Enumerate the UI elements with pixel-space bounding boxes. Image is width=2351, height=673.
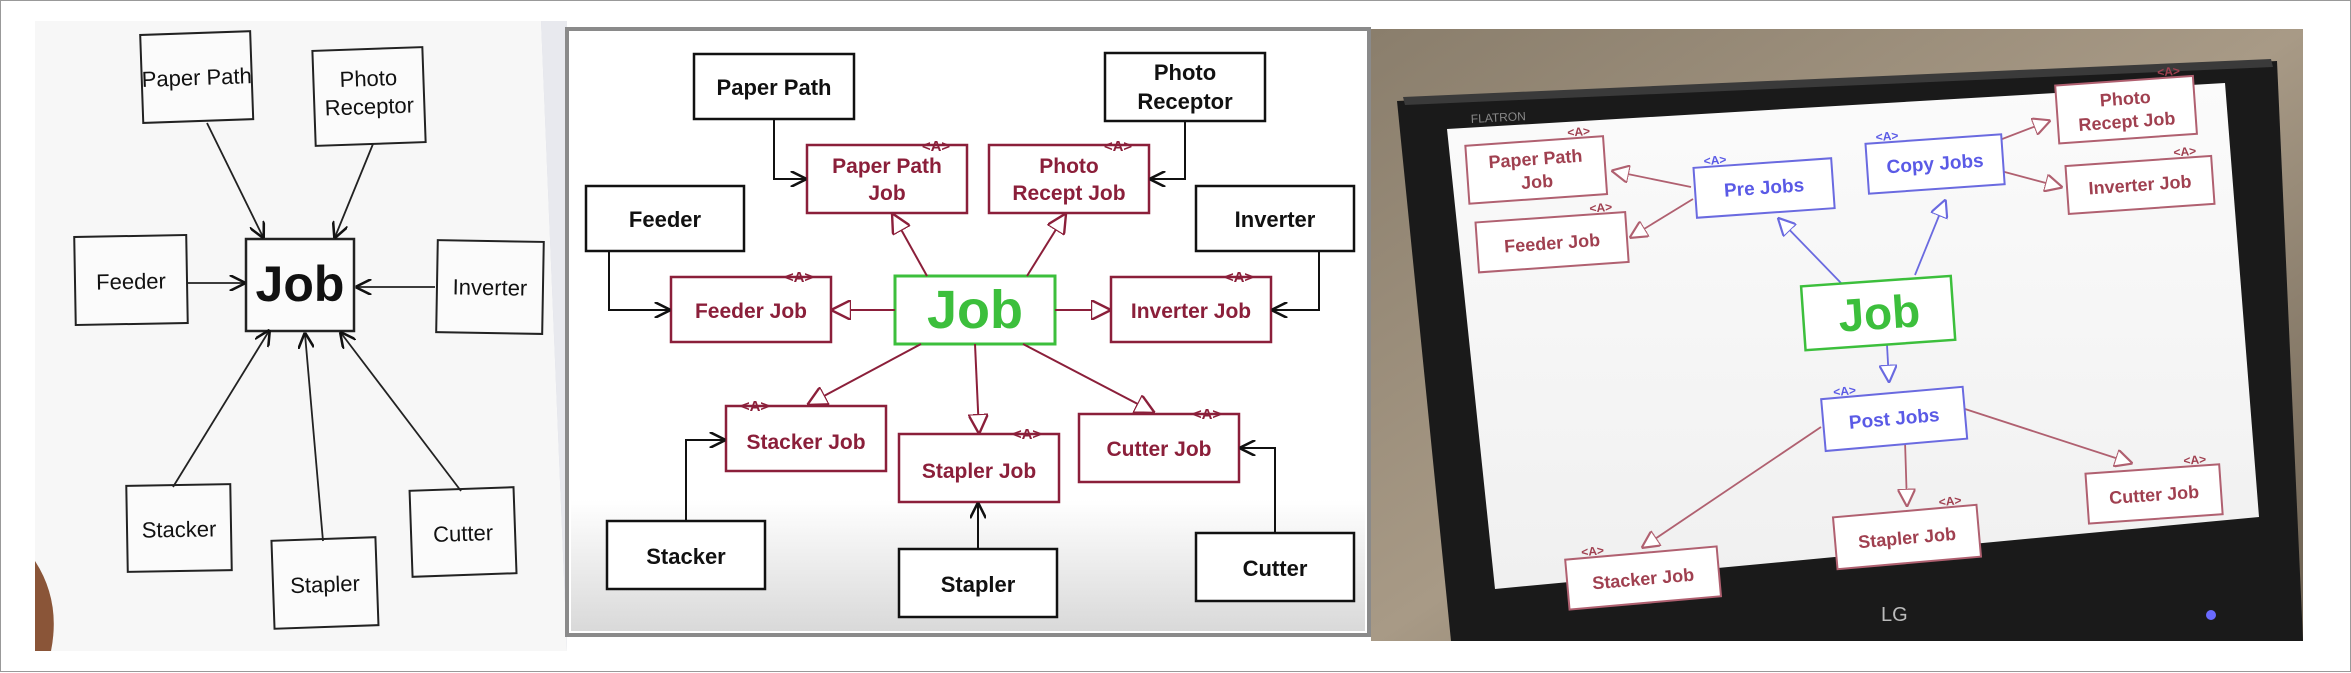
p2-abstract-marker: <A>	[1013, 426, 1042, 443]
p3-post-jobs-box: <A> Post Jobs	[1820, 383, 1969, 453]
p3-blue-arrows	[1779, 201, 1945, 381]
p1-photo-label-2: Receptor	[324, 92, 414, 120]
p3-abstract-marker: <A>	[1938, 493, 1962, 509]
p3-job-box: Job	[1799, 274, 1957, 352]
p2-cutter-job-label: Cutter Job	[1107, 438, 1212, 461]
p1-feeder-box: Feeder	[73, 234, 189, 326]
p2-paper-path-box: Paper Path	[692, 52, 856, 121]
p3-red-arrows	[1613, 121, 2131, 547]
p2-photo-recept-job-box: <A> Photo Recept Job	[987, 138, 1151, 215]
p2-feeder-job-box: <A> Feeder Job	[669, 269, 833, 344]
p2-abstract-marker: <A>	[922, 138, 951, 155]
p2-abstract-marker: <A>	[1193, 406, 1222, 423]
p2-job-label: Job	[927, 280, 1023, 340]
p2-photo-label-1: Photo	[1154, 60, 1216, 85]
p3-copy-jobs-box: <A> Copy Jobs	[1864, 129, 2006, 195]
p2-abstract-marker: <A>	[1104, 138, 1133, 155]
monitor-brand-logo: LG	[1881, 604, 1908, 626]
p2-stapler-box: Stapler	[897, 547, 1059, 619]
p2-feeder-box: Feeder	[584, 184, 746, 253]
p2-stapler-job-box: <A> Stapler Job	[897, 426, 1061, 504]
p1-cutter-box: Cutter	[408, 486, 518, 578]
p2-feeder-label: Feeder	[629, 207, 702, 232]
p2-inheritance-arrows	[809, 215, 1153, 432]
p1-cutter-label: Cutter	[433, 520, 494, 547]
p1-paper-path-box: Paper Path	[139, 30, 255, 124]
p2-stacker-job-box: <A> Stacker Job	[724, 398, 888, 473]
p3-abstract-marker: <A>	[1703, 153, 1727, 169]
p1-stacker-box: Stacker	[125, 483, 233, 573]
p2-abstract-marker: <A>	[785, 269, 814, 286]
monitor-power-led	[2206, 610, 2216, 620]
p3-pre-jobs-box: <A> Pre Jobs	[1692, 153, 1836, 219]
panel-2: Paper Path Photo Receptor Feeder Inverte…	[565, 27, 1371, 637]
panel-1: Paper Path Photo Receptor Feeder Job Inv…	[35, 21, 567, 651]
p2-paper-path-label: Paper Path	[717, 75, 832, 100]
p3-abstract-marker: <A>	[2183, 452, 2207, 468]
p2-inverter-job-label: Inverter Job	[1131, 300, 1251, 323]
p1-job-box: Job	[244, 237, 356, 333]
p2-paper-path-job-label-2: Job	[868, 182, 905, 205]
p3-feeder-job-box: <A> Feeder Job	[1474, 200, 1630, 274]
p2-feeder-job-label: Feeder Job	[695, 300, 807, 323]
p2-photo-recept-job-label-1: Photo	[1039, 155, 1098, 178]
p3-abstract-marker: <A>	[1833, 383, 1857, 399]
p2-paper-path-job-label-1: Paper Path	[832, 155, 942, 178]
p1-inverter-box: Inverter	[435, 239, 545, 335]
p1-photo-receptor-box: Photo Receptor	[311, 46, 427, 147]
p3-abstract-marker: <A>	[1589, 200, 1613, 216]
panel1-furniture	[35, 561, 54, 651]
p1-feeder-label: Feeder	[96, 268, 166, 294]
p1-paper-path-label: Paper Path	[141, 63, 252, 92]
p3-abstract-marker: <A>	[1875, 129, 1899, 145]
p3-inverter-job-box: <A> Inverter Job	[2064, 144, 2216, 216]
p3-abstract-marker: <A>	[1567, 124, 1591, 140]
p2-inverter-box: Inverter	[1194, 184, 1356, 253]
p2-cutter-job-box: <A> Cutter Job	[1077, 406, 1241, 484]
p2-photo-recept-job-label-2: Recept Job	[1012, 182, 1125, 205]
panel1-paper-edge	[541, 21, 567, 651]
p2-cutter-label: Cutter	[1243, 556, 1308, 581]
p3-paper-path-job-box: <A> Paper Path Job	[1464, 124, 1609, 205]
p2-stacker-label: Stacker	[646, 544, 726, 569]
p2-inverter-label: Inverter	[1235, 207, 1316, 232]
p2-cutter-box: Cutter	[1194, 531, 1356, 603]
monitor-top-edge	[1403, 59, 2273, 105]
p2-stapler-label: Stapler	[941, 572, 1016, 597]
p2-abstract-marker: <A>	[741, 398, 770, 415]
p3-abstract-marker: <A>	[2173, 144, 2197, 160]
p3-cutter-job-box: <A> Cutter Job	[2084, 452, 2224, 525]
p2-paper-path-job-box: <A> Paper Path Job	[805, 138, 969, 215]
p2-job-box: Job	[893, 274, 1057, 346]
p2-inverter-job-box: <A> Inverter Job	[1109, 269, 1273, 344]
p2-stapler-job-label: Stapler Job	[922, 460, 1036, 483]
p3-job-label: Job	[1837, 284, 1922, 342]
p3-photo-recept-job-label-1: Photo	[2099, 87, 2151, 111]
p1-stapler-label: Stapler	[290, 571, 361, 598]
p3-abstract-marker: <A>	[1581, 543, 1605, 559]
p1-stacker-label: Stacker	[142, 516, 217, 542]
monitor-bezel-brand: FLATRON	[1470, 109, 1526, 126]
p2-stacker-box: Stacker	[605, 519, 767, 591]
p1-job-label: Job	[256, 256, 345, 312]
p2-association-arrows	[608, 119, 1320, 549]
p1-arrows	[172, 122, 462, 542]
p1-stapler-box: Stapler	[270, 536, 380, 630]
p2-photo-receptor-box: Photo Receptor	[1103, 51, 1267, 123]
p1-inverter-label: Inverter	[452, 274, 527, 300]
p3-screen-diagram: <A> Paper Path Job <A> Feeder Job <A> Ph…	[1464, 64, 2224, 611]
p2-stacker-job-label: Stacker Job	[746, 431, 865, 454]
panel-3: FLATRON LG	[1371, 29, 2303, 641]
p1-photo-label-1: Photo	[339, 65, 397, 92]
p2-photo-label-2: Receptor	[1137, 89, 1233, 114]
p3-paper-path-job-label-2: Job	[1520, 171, 1553, 193]
p3-abstract-marker: <A>	[2157, 64, 2181, 80]
p2-abstract-marker: <A>	[1225, 269, 1254, 286]
p3-photo-recept-job-box: <A> Photo Recept Job	[2054, 64, 2198, 145]
p3-stapler-job-box: <A> Stapler Job	[1831, 493, 1983, 571]
p3-stacker-job-box: <A> Stacker Job	[1564, 543, 1723, 611]
